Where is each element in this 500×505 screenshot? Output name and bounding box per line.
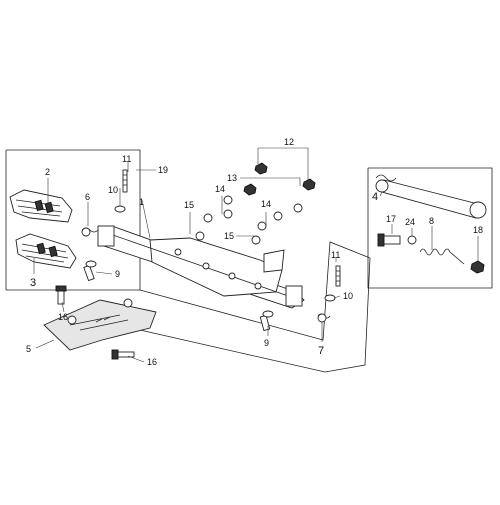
leader-lines (33, 147, 479, 363)
callout-labels: 2 3 6 11 10 19 1 9 5 16 16 15 14 14 15 1… (26, 137, 483, 367)
callout-13: 13 (227, 173, 237, 183)
main-stand-1 (97, 225, 305, 309)
callout-11-left: 11 (122, 154, 131, 164)
bolt-11-left (122, 169, 128, 193)
callout-14-right: 14 (261, 199, 271, 209)
callout-15-right: 15 (224, 231, 234, 241)
bolt-17 (377, 233, 401, 247)
callout-4: 4 (372, 191, 378, 203)
callout-24: 24 (405, 217, 415, 227)
callout-9-center: 9 (264, 338, 269, 348)
center-group-frame (139, 241, 371, 373)
callout-5: 5 (26, 344, 31, 354)
callout-9-left: 9 (115, 269, 120, 279)
footrest-upper (9, 189, 73, 223)
washer-10-right (324, 294, 336, 302)
bolt-16-upper (55, 285, 67, 305)
callout-1: 1 (139, 197, 144, 207)
pin-9-center (259, 310, 274, 332)
spring-7 (317, 313, 331, 323)
nuts-12-13 (243, 162, 316, 196)
callout-8: 8 (429, 216, 434, 226)
callout-19: 19 (158, 165, 168, 175)
callout-3: 3 (30, 277, 36, 289)
callout-16-lower: 16 (147, 357, 157, 367)
bolt-11-right (335, 265, 341, 287)
callout-12: 12 (284, 137, 294, 147)
callout-7: 7 (318, 345, 324, 357)
skid-plate-5 (43, 298, 157, 351)
callout-17: 17 (386, 214, 396, 224)
callout-16-upper: 16 (58, 312, 68, 322)
callout-18: 18 (473, 225, 483, 235)
callout-10-right: 10 (343, 291, 353, 301)
washers-center (195, 195, 303, 245)
washer-10-left (114, 205, 126, 213)
callout-11-right: 11 (331, 250, 340, 260)
callout-10-left: 10 (108, 185, 118, 195)
washer-24 (407, 235, 417, 245)
callout-15-left: 15 (184, 200, 194, 210)
nut-18 (470, 260, 485, 274)
spring-8 (419, 248, 465, 265)
callout-14-left: 14 (215, 184, 225, 194)
pin-9-left (83, 260, 97, 282)
callout-2: 2 (45, 167, 50, 177)
callout-6: 6 (85, 192, 90, 202)
bolt-16-lower (111, 349, 135, 360)
side-stand-4 (375, 174, 487, 219)
footrest-lower (15, 233, 77, 269)
right-group-frame (367, 167, 493, 289)
